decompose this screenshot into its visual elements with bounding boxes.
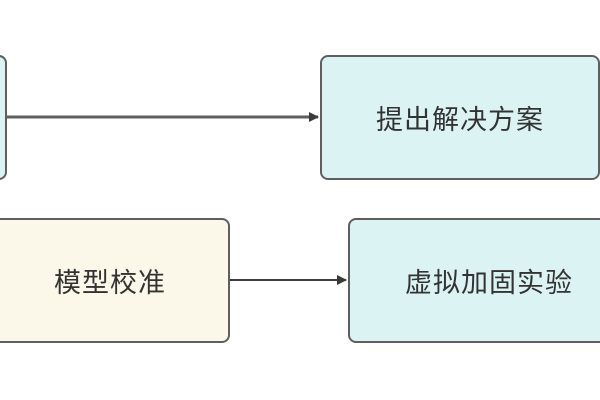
node-virtual-reinforcement-experiment: 虚拟加固实验 [348,218,600,343]
node-propose-solution: 提出解决方案 [320,55,600,180]
node-virtual-reinforcement-experiment-label: 虚拟加固实验 [405,268,573,299]
node-model-calibration: 模型校准 [0,218,230,343]
node-model-calibration-label: 模型校准 [54,268,166,299]
node-propose-solution-label: 提出解决方案 [376,105,544,136]
